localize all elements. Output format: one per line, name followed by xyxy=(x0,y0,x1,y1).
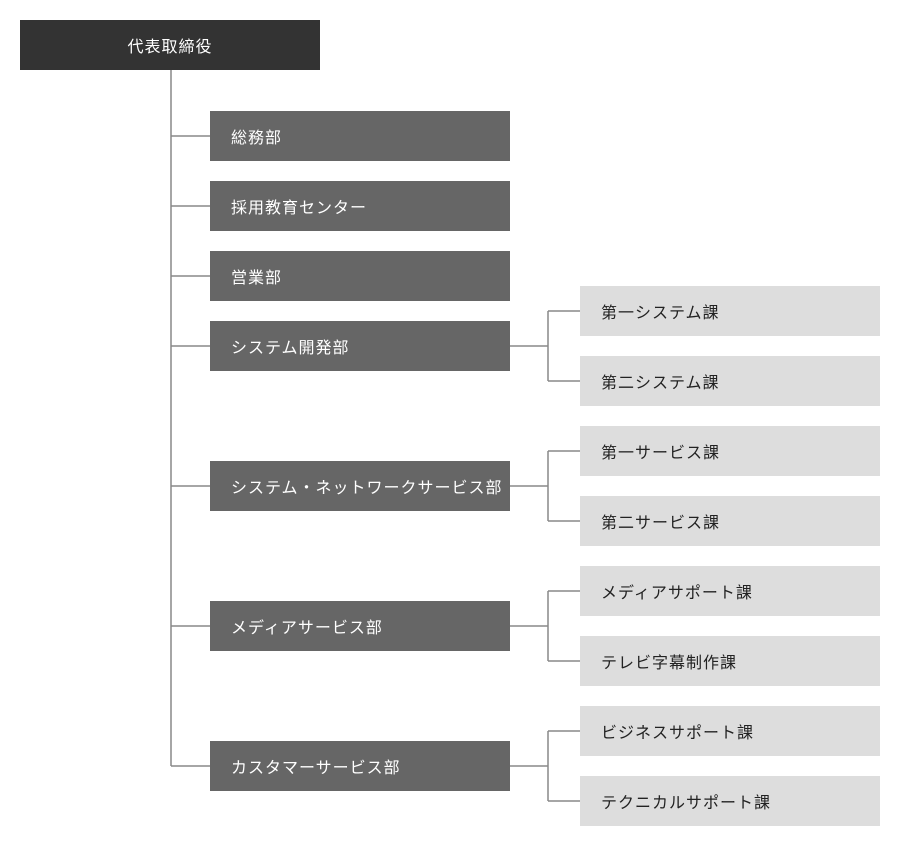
node-second-service-section: 第二サービス課 xyxy=(580,496,880,546)
node-sales-dept: 営業部 xyxy=(210,251,510,301)
node-recruitment-education-center: 採用教育センター xyxy=(210,181,510,231)
node-general-affairs-dept: 総務部 xyxy=(210,111,510,161)
node-first-system-section: 第一システム課 xyxy=(580,286,880,336)
node-media-service-dept: メディアサービス部 xyxy=(210,601,510,651)
node-second-system-section: 第二システム課 xyxy=(580,356,880,406)
node-customer-service-dept: カスタマーサービス部 xyxy=(210,741,510,791)
node-system-network-service-dept: システム・ネットワークサービス部 xyxy=(210,461,510,511)
node-first-service-section: 第一サービス課 xyxy=(580,426,880,476)
node-tv-caption-section: テレビ字幕制作課 xyxy=(580,636,880,686)
node-business-support-section: ビジネスサポート課 xyxy=(580,706,880,756)
node-technical-support-section: テクニカルサポート課 xyxy=(580,776,880,826)
node-system-development-dept: システム開発部 xyxy=(210,321,510,371)
node-media-support-section: メディアサポート課 xyxy=(580,566,880,616)
node-representative-director: 代表取締役 xyxy=(20,20,320,70)
